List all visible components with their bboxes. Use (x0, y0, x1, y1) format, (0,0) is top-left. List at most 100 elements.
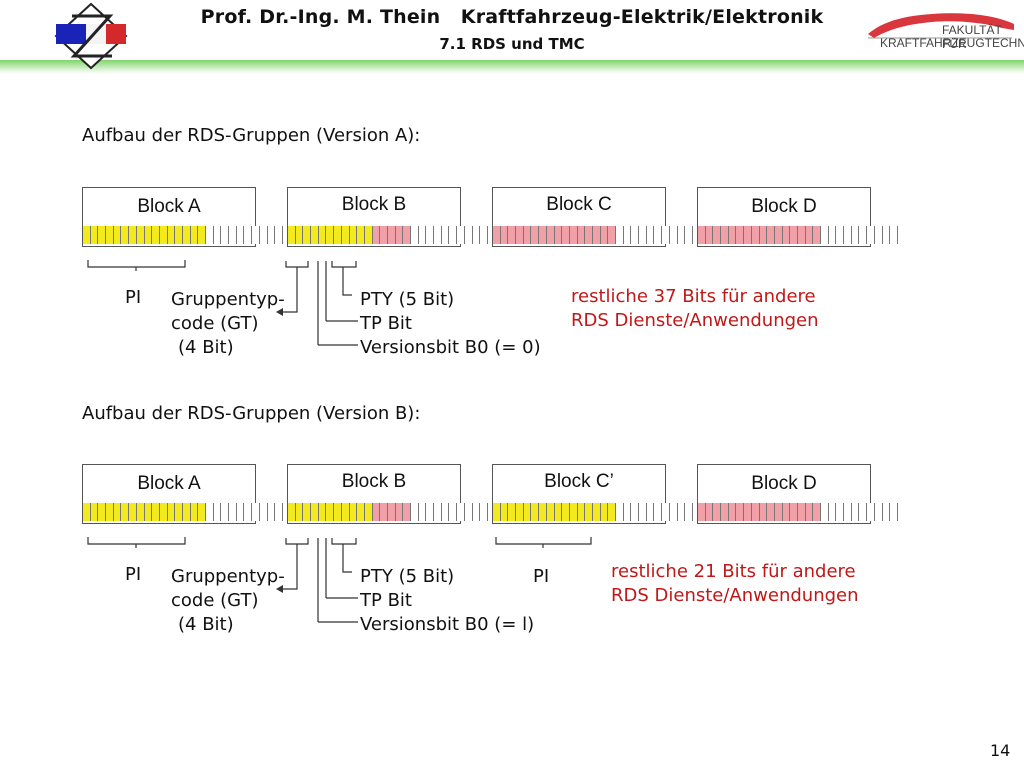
block-b-version-a: Block B (287, 187, 488, 247)
bit-cell (890, 503, 898, 521)
bit-cell (182, 226, 191, 244)
bit-cell (890, 226, 898, 244)
bit-cell (357, 226, 365, 244)
label-remaining-bits-b-line1: restliche 21 Bits für andere (611, 561, 856, 582)
bit-cell (449, 226, 458, 244)
bit-cell (213, 226, 222, 244)
bit-cell (751, 226, 760, 244)
bit-cell (874, 226, 883, 244)
bit-cell (175, 226, 183, 244)
label-gt-line3-a: (4 Bit) (178, 337, 234, 358)
bit-cell (639, 503, 647, 521)
bit-cell (767, 503, 775, 521)
label-pty-b: PTY (5 Bit) (360, 566, 455, 587)
bit-cell (136, 503, 145, 521)
block-label: Block B (341, 471, 407, 492)
bit-cell (631, 226, 640, 244)
bit-cell (113, 226, 122, 244)
bit-cell (713, 503, 722, 521)
label-remaining-bits-a-line1: restliche 37 Bits für andere (571, 286, 816, 307)
bit-cell (585, 226, 593, 244)
bit-cell (175, 503, 183, 521)
label-version-bit-b: Versionsbit B0 (= l) (360, 614, 535, 635)
bit-cell (206, 503, 214, 521)
bit-cell (198, 503, 206, 521)
bit-cell (821, 226, 829, 244)
bit-cell (229, 226, 237, 244)
bit-cell (759, 226, 768, 244)
bit-cell (303, 503, 312, 521)
bit-cell (288, 226, 296, 244)
bit-cell (311, 226, 319, 244)
bit-cell (90, 503, 99, 521)
bit-cell (480, 226, 488, 244)
bit-cell (623, 226, 632, 244)
bit-cell (577, 503, 586, 521)
bit-cell (751, 503, 760, 521)
bit-cell (90, 226, 99, 244)
bit-cell (198, 226, 206, 244)
bit-cell (539, 503, 547, 521)
bit-cell (121, 226, 130, 244)
bit-cell (403, 503, 411, 521)
bit-cell (106, 226, 114, 244)
slide-header (0, 0, 1024, 62)
block-label: Block D (751, 196, 817, 217)
label-gt-line2-a: code (GT) (171, 313, 259, 334)
bit-cell (677, 226, 686, 244)
bit-cell (685, 226, 693, 244)
bit-cell (882, 503, 891, 521)
bit-cell (318, 503, 327, 521)
bit-cell (736, 226, 745, 244)
bit-cell (372, 503, 381, 521)
bit-cell (387, 226, 396, 244)
label-pi-a: PI (125, 287, 142, 308)
bit-cell (805, 226, 814, 244)
bit-cell (721, 226, 729, 244)
page-number: 14 (990, 741, 1011, 760)
bit-cell (380, 503, 388, 521)
bit-cell (569, 503, 578, 521)
bit-cell (395, 226, 404, 244)
bit-field (698, 226, 898, 246)
bit-cell (859, 503, 868, 521)
bit-field (83, 226, 283, 246)
bit-cell (654, 226, 663, 244)
bit-cell (341, 226, 350, 244)
bit-cell (252, 503, 260, 521)
bit-cell (267, 503, 276, 521)
bit-cell (159, 226, 168, 244)
bracket-lines-version-a (87, 260, 358, 346)
block-label: Block A (137, 473, 201, 494)
bit-cell (669, 226, 678, 244)
block-c-prime-version-b: Block C’ (492, 464, 693, 524)
bit-cell (144, 226, 153, 244)
bit-cell (828, 503, 837, 521)
bit-cell (554, 226, 563, 244)
faculty-car-logo-icon (868, 13, 1014, 39)
bit-cell (774, 226, 783, 244)
bit-cell (129, 226, 137, 244)
bit-cell (662, 503, 670, 521)
bit-cell (380, 226, 388, 244)
heading-version-a: Aufbau der RDS-Gruppen (Version A): (82, 125, 421, 146)
bit-cell (106, 503, 114, 521)
bit-cell (654, 503, 663, 521)
bit-cell (500, 226, 509, 244)
block-a-version-b: Block A (82, 464, 283, 524)
bit-cell (728, 226, 737, 244)
bit-cell (244, 503, 253, 521)
bit-cell (844, 503, 852, 521)
label-gt-line3-b: (4 Bit) (178, 614, 234, 635)
bit-cell (623, 503, 632, 521)
university-logo-icon (54, 2, 128, 70)
bit-cell (797, 503, 806, 521)
bit-cell (836, 503, 845, 521)
bit-cell (851, 226, 860, 244)
bit-cell (252, 226, 260, 244)
bit-cell (744, 226, 752, 244)
bit-cell (236, 226, 245, 244)
bit-cell (516, 503, 524, 521)
bit-cell (167, 503, 176, 521)
bit-cell (83, 226, 91, 244)
